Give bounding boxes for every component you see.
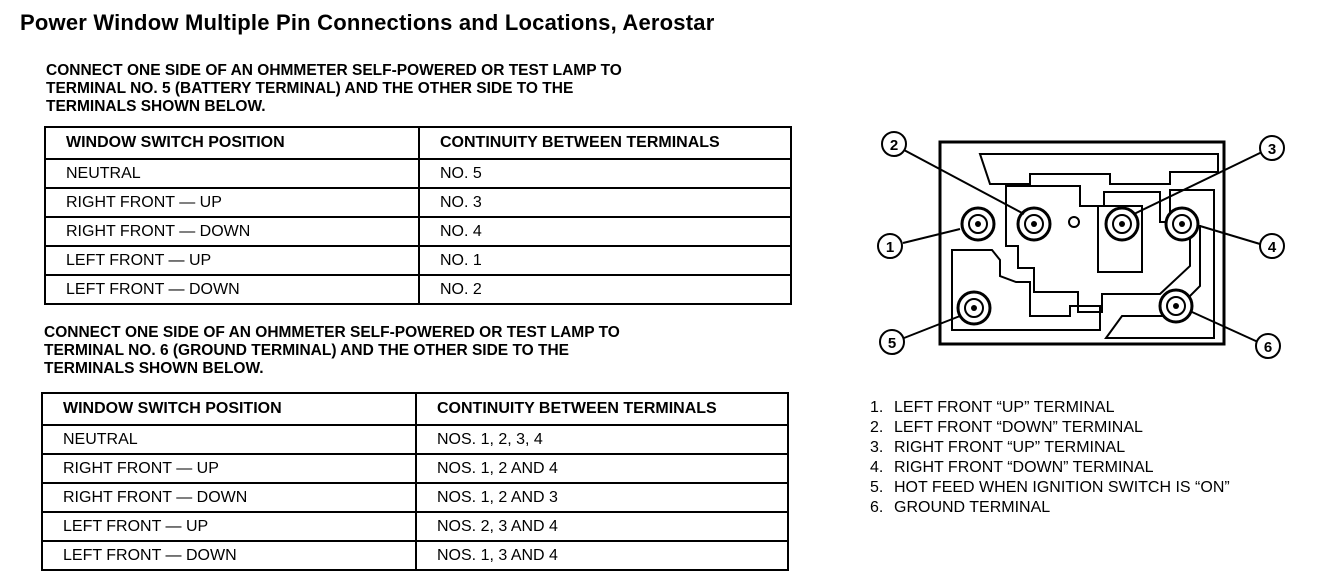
legend-item: 1. LEFT FRONT “UP” TERMINAL — [870, 398, 1230, 418]
callout-1: 1 — [877, 233, 903, 259]
continuity-cell: NOS. 1, 3 AND 4 — [415, 540, 789, 571]
legend-text: GROUND TERMINAL — [894, 499, 1051, 516]
legend-item: 3. RIGHT FRONT “UP” TERMINAL — [870, 438, 1230, 458]
switch-position-cell: LEFT FRONT — DOWN — [41, 540, 417, 571]
legend-number: 4. — [870, 459, 884, 476]
page-title: Power Window Multiple Pin Connections an… — [20, 10, 715, 35]
column-header-continuity: CONTINUITY BETWEEN TERMINALS — [415, 392, 789, 426]
pin-5 — [956, 290, 992, 326]
continuity-cell: NOS. 1, 2 AND 3 — [415, 482, 789, 513]
switch-position-cell: NEUTRAL — [41, 424, 417, 455]
continuity-cell: NO. 3 — [418, 187, 792, 218]
svg-text:6: 6 — [1264, 339, 1272, 356]
legend-number: 5. — [870, 479, 884, 496]
continuity-cell: NOS. 2, 3 AND 4 — [415, 511, 789, 542]
legend-item: 2. LEFT FRONT “DOWN” TERMINAL — [870, 418, 1230, 438]
legend-text: LEFT FRONT “UP” TERMINAL — [894, 399, 1115, 416]
inner-trace-top — [978, 153, 1219, 185]
instruction-line: TERMINALS SHOWN BELOW. — [44, 360, 264, 377]
legend-item: 4. RIGHT FRONT “DOWN” TERMINAL — [870, 458, 1230, 478]
switch-position-cell: RIGHT FRONT — UP — [44, 187, 420, 218]
svg-text:2: 2 — [890, 137, 898, 154]
connector-housing — [938, 140, 1226, 346]
switch-position-cell: RIGHT FRONT — DOWN — [41, 482, 417, 513]
svg-text:3: 3 — [1268, 141, 1276, 158]
pin-1 — [960, 206, 996, 242]
pin-2 — [1016, 206, 1052, 242]
pin-3-socket — [1097, 205, 1143, 273]
legend-text: RIGHT FRONT “UP” TERMINAL — [894, 439, 1126, 456]
legend-item: 5. HOT FEED WHEN IGNITION SWITCH IS “ON” — [870, 478, 1230, 498]
svg-text:5: 5 — [888, 335, 896, 352]
instruction-line: TERMINALS SHOWN BELOW. — [46, 98, 266, 115]
terminal-legend: 1. LEFT FRONT “UP” TERMINAL 2. LEFT FRONT … — [870, 398, 1230, 518]
continuity-cell: NO. 1 — [418, 245, 792, 276]
instruction-battery-terminal: CONNECT ONE SIDE OF AN OHMMETER SELF-POW… — [46, 62, 622, 116]
switch-position-cell: LEFT FRONT — UP — [44, 245, 420, 276]
inner-trace-lower-left — [951, 249, 1101, 331]
continuity-cell: NOS. 1, 2 AND 4 — [415, 453, 789, 484]
switch-position-cell: RIGHT FRONT — DOWN — [44, 216, 420, 247]
legend-item: 6. GROUND TERMINAL — [870, 498, 1230, 518]
switch-position-cell: LEFT FRONT — DOWN — [44, 274, 420, 305]
instruction-ground-terminal: CONNECT ONE SIDE OF AN OHMMETER SELF-POW… — [44, 324, 620, 378]
svg-text:1: 1 — [886, 239, 894, 256]
switch-position-cell: NEUTRAL — [44, 158, 420, 189]
continuity-cell: NOS. 1, 2, 3, 4 — [415, 424, 789, 455]
column-header-continuity: CONTINUITY BETWEEN TERMINALS — [418, 126, 792, 160]
pin-3 — [1104, 206, 1140, 242]
callout-2: 2 — [881, 131, 907, 157]
instruction-line: TERMINAL NO. 5 (BATTERY TERMINAL) AND TH… — [46, 80, 574, 97]
instruction-line: CONNECT ONE SIDE OF AN OHMMETER SELF-POW… — [46, 62, 622, 79]
legend-number: 2. — [870, 419, 884, 436]
legend-text: RIGHT FRONT “DOWN” TERMINAL — [894, 459, 1154, 476]
callout-5: 5 — [879, 329, 905, 355]
instruction-line: CONNECT ONE SIDE OF AN OHMMETER SELF-POW… — [44, 324, 620, 341]
callout-3: 3 — [1259, 135, 1285, 161]
pin-4 — [1164, 206, 1200, 242]
continuity-cell: NO. 4 — [418, 216, 792, 247]
legend-number: 3. — [870, 439, 884, 456]
switch-position-cell: RIGHT FRONT — UP — [41, 453, 417, 484]
table-header-row: WINDOW SWITCH POSITION CONTINUITY BETWEE… — [41, 392, 789, 426]
instruction-line: TERMINAL NO. 6 (GROUND TERMINAL) AND THE… — [44, 342, 569, 359]
callout-4: 4 — [1259, 233, 1285, 259]
table-header-row: WINDOW SWITCH POSITION CONTINUITY BETWEE… — [44, 126, 792, 160]
legend-text: HOT FEED WHEN IGNITION SWITCH IS “ON” — [894, 479, 1230, 496]
legend-text: LEFT FRONT “DOWN” TERMINAL — [894, 419, 1143, 436]
locating-hole — [1068, 216, 1080, 228]
inner-trace-center — [1005, 185, 1191, 313]
callout-6: 6 — [1255, 333, 1281, 359]
continuity-table-ground: WINDOW SWITCH POSITION CONTINUITY BETWEE… — [41, 392, 789, 571]
leader-lines — [902, 149, 1263, 343]
legend-number: 6. — [870, 499, 884, 516]
continuity-cell: NO. 5 — [418, 158, 792, 189]
continuity-table-battery: WINDOW SWITCH POSITION CONTINUITY BETWEE… — [44, 126, 792, 305]
legend-number: 1. — [870, 399, 884, 416]
column-header-switch-position: WINDOW SWITCH POSITION — [41, 392, 417, 426]
pin-6 — [1158, 288, 1194, 324]
column-header-switch-position: WINDOW SWITCH POSITION — [44, 126, 420, 160]
svg-text:4: 4 — [1268, 239, 1277, 256]
switch-position-cell: LEFT FRONT — UP — [41, 511, 417, 542]
continuity-cell: NO. 2 — [418, 274, 792, 305]
connector-pin-diagram: 1 2 3 4 5 6 — [877, 131, 1285, 359]
